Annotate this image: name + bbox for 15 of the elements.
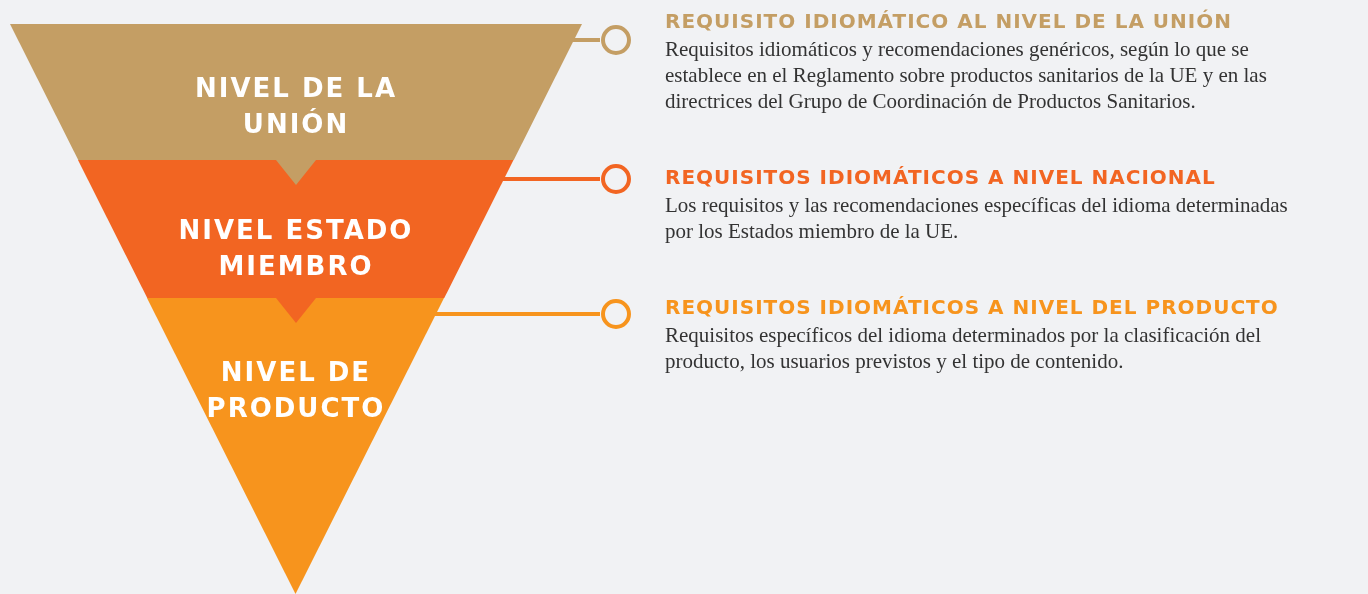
- pyramid-band: [10, 24, 582, 160]
- level-title: NIVEL DE PRODUCTO: [205, 356, 387, 425]
- pyramid-band: [78, 160, 514, 298]
- section-heading: REQUISITOS IDIOMÁTICOS A NIVEL DEL PRODUCTO: [665, 294, 1279, 320]
- leader-line: [502, 177, 600, 181]
- leader-line: [434, 312, 600, 316]
- pyramid-band: [147, 298, 445, 594]
- section-heading: REQUISITO IDIOMÁTICO AL NIVEL DE LA UNIÓN: [665, 8, 1233, 34]
- level-title: NIVEL DE LA UNIÓN: [194, 72, 398, 141]
- level-title: NIVEL ESTADO MIEMBRO: [177, 214, 415, 283]
- section-heading: REQUISITOS IDIOMÁTICOS A NIVEL NACIONAL: [665, 164, 1216, 190]
- description-text: Requisitos específicos del idioma determinados por la clasificación del producto, los usuarios previstos y el tipo de contenido.: [665, 322, 1262, 374]
- description-text: Los requisitos y las recomendaciones específicas del idioma determinadas por los Estados miembro de la UE.: [665, 192, 1289, 244]
- leader-line: [571, 38, 600, 42]
- description-text: Requisitos idiomáticos y recomendaciones genéricos, según lo que se establece en el Reglamento sobre productos sanitarios de la UE y en las directrices del Grupo de Coordinación de Productos Sanitarios.: [665, 36, 1268, 114]
